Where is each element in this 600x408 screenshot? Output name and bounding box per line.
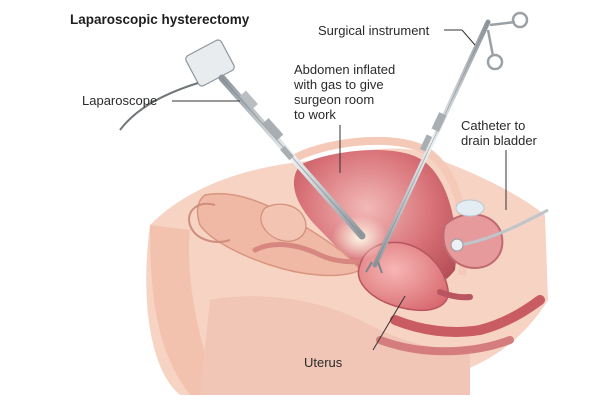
vaginal-canal [390, 295, 545, 337]
label-lines [172, 29, 507, 351]
spine [200, 296, 470, 395]
catheter-tube [459, 208, 549, 247]
catheter-balloon [450, 238, 464, 252]
laparoscope-device [119, 39, 366, 240]
rectum [376, 336, 514, 356]
body-skin-shade [150, 225, 220, 395]
uterus-shape [357, 241, 449, 312]
bowel [188, 202, 231, 243]
leader-uterus [372, 295, 406, 351]
intestine-loop [260, 203, 307, 242]
cervix [437, 289, 473, 301]
label-catheter: Catheter to drain bladder [461, 118, 537, 148]
label-surgical-instrument: Surgical instrument [318, 23, 430, 38]
label-abdomen-inflated: Abdomen inflated with gas to give surgeo… [294, 62, 396, 122]
pubic-bone [455, 199, 485, 217]
label-laparoscope: Laparoscope [82, 93, 158, 108]
fallopian-tube [252, 242, 368, 265]
surgical-instrument-device [365, 11, 529, 274]
label-uterus: Uterus [304, 355, 343, 370]
diagram-title: Laparoscopic hysterectomy [70, 12, 250, 27]
leader-surgical-instrument-2 [461, 29, 476, 46]
